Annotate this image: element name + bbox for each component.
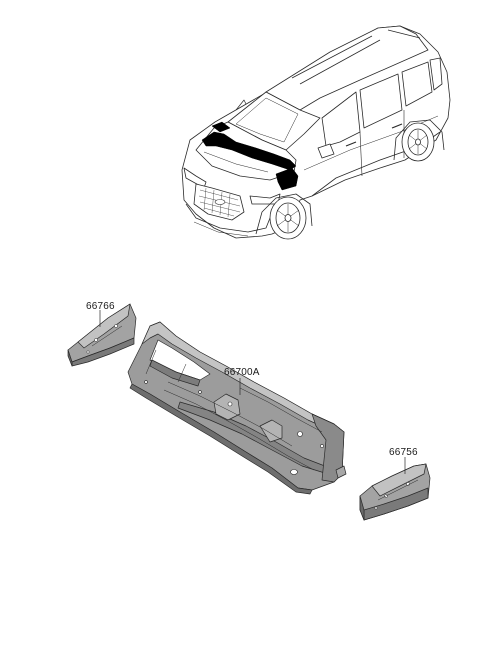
part-66756-bracket[interactable] — [359, 463, 431, 521]
part-66766-bracket[interactable] — [67, 303, 137, 367]
part-66700a-cowl-panel[interactable] — [127, 321, 347, 495]
cowl-highlight-on-vehicle — [201, 121, 299, 191]
part-number-label-66756[interactable]: 66756 — [389, 447, 418, 458]
part-number-label-66766[interactable]: 66766 — [86, 301, 115, 312]
vehicle-illustration — [181, 25, 451, 240]
part-number-label-66700a[interactable]: 66700A — [224, 367, 260, 378]
